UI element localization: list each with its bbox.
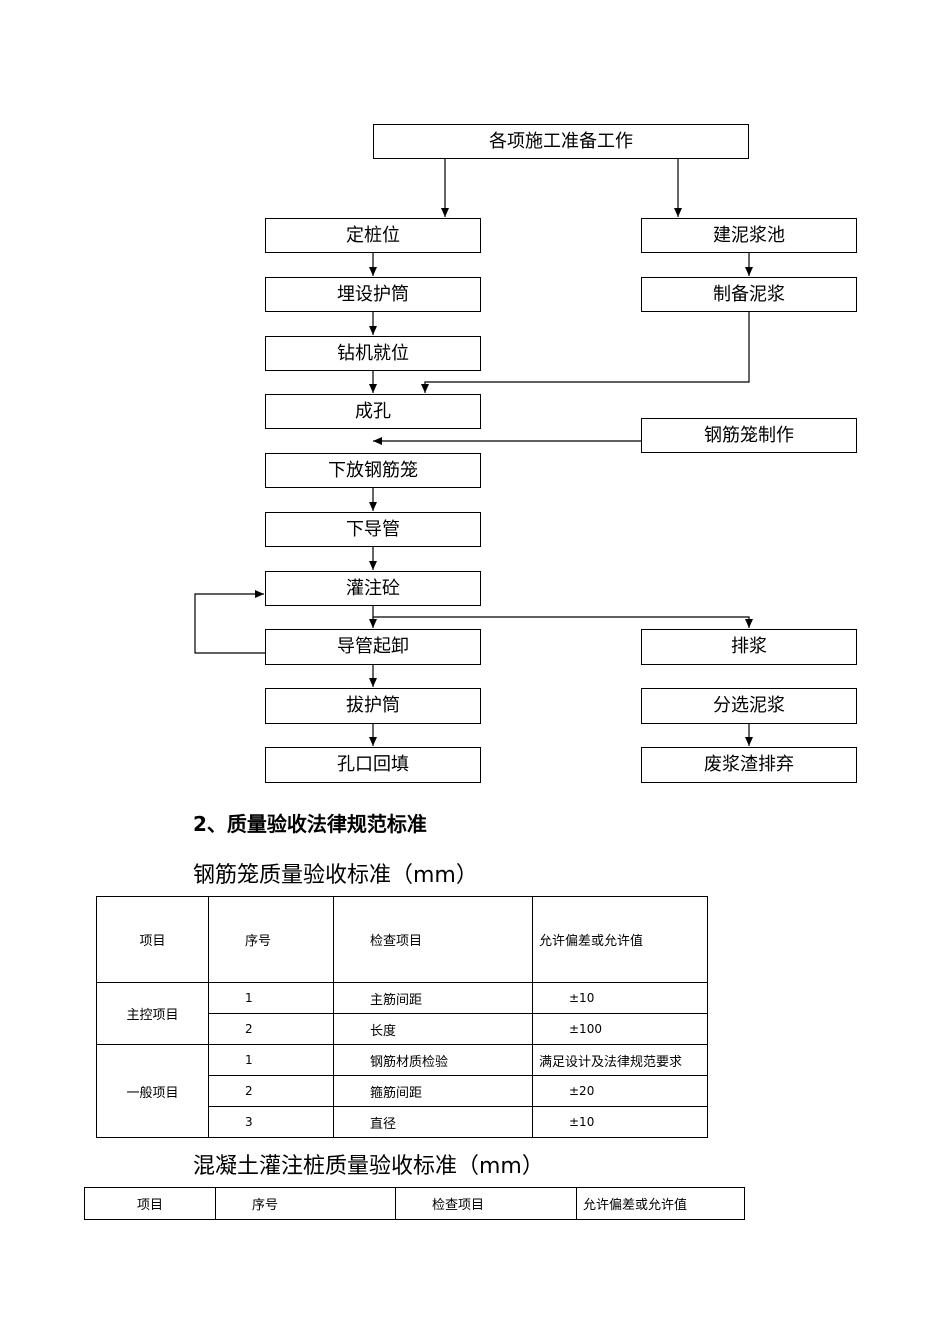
flow-step-label: 孔口回填 — [337, 754, 409, 775]
arrow-slurry-to-drill — [421, 312, 750, 393]
flow-step-box: 导管起卸 — [265, 629, 481, 665]
flow-step-box: 下导管 — [265, 512, 481, 547]
header-cell: 检查项目 — [333, 896, 533, 983]
flow-step-label: 成孔 — [355, 400, 391, 422]
row-number: 2 — [208, 1075, 334, 1107]
flow-step-label: 废浆渣排弃 — [704, 754, 794, 775]
table-row: 2 长度 ±100 — [97, 1013, 708, 1045]
flow-right-box: 废浆渣排弃 — [641, 747, 857, 783]
check-item: 箍筋间距 — [333, 1075, 533, 1107]
group-cell: 主控项目 — [96, 982, 209, 1045]
flow-step-label: 分选泥浆 — [713, 695, 785, 716]
section-title: 2、质量验收法律规范标准 — [193, 812, 427, 836]
flow-right-box: 分选泥浆 — [641, 688, 857, 724]
flow-step-label: 排浆 — [731, 636, 767, 657]
flow-step-label: 钢筋笼制作 — [704, 424, 794, 446]
flow-step-label: 拔护筒 — [346, 695, 400, 716]
table-header-row: 项目 序号 检查项目 允许偏差或允许值 — [84, 1187, 745, 1220]
header-cell: 序号 — [215, 1187, 396, 1220]
flow-step-box: 孔口回填 — [265, 747, 481, 783]
tolerance-value: 满足设计及法律规范要求 — [532, 1044, 708, 1076]
flow-step-box: 灌注砼 — [265, 571, 481, 606]
table-header-row: 项目 序号 检查项目 允许偏差或允许值 — [96, 896, 708, 983]
flow-step-label: 建泥浆池 — [713, 224, 785, 246]
tolerance-value: ±10 — [532, 982, 708, 1014]
row-number: 2 — [208, 1013, 334, 1045]
pile-concrete-table: 项目 序号 检查项目 允许偏差或允许值 — [84, 1187, 745, 1220]
row-number: 3 — [208, 1106, 334, 1138]
table1-title: 钢筋笼质量验收标准（mm） — [193, 863, 478, 888]
check-item: 直径 — [333, 1106, 533, 1138]
flow-right-box: 排浆 — [641, 629, 857, 665]
flow-start-label: 各项施工准备工作 — [489, 130, 633, 152]
header-cell: 项目 — [96, 896, 209, 983]
flow-step-label: 钻机就位 — [337, 342, 409, 364]
table-row: 一般项目 1 钢筋材质检验 满足设计及法律规范要求 — [96, 1044, 708, 1138]
flow-right-box: 制备泥浆 — [641, 277, 857, 312]
check-item: 长度 — [333, 1013, 533, 1045]
header-cell: 序号 — [208, 896, 334, 983]
flow-step-label: 灌注砼 — [346, 577, 400, 599]
header-cell: 允许偏差或允许值 — [532, 896, 708, 983]
table-row: 2 箍筋间距 ±20 — [97, 1075, 708, 1107]
table-row: 3 直径 ±10 — [97, 1106, 708, 1138]
arrow-loop-back — [194, 590, 265, 654]
flow-step-box: 钻机就位 — [265, 336, 481, 371]
check-item: 钢筋材质检验 — [333, 1044, 533, 1076]
flow-step-label: 导管起卸 — [337, 636, 409, 657]
flow-start-box: 各项施工准备工作 — [373, 124, 749, 159]
flowchart-connectors — [194, 159, 753, 746]
flow-step-box: 拔护筒 — [265, 688, 481, 724]
flow-step-label: 制备泥浆 — [713, 283, 785, 305]
row-number: 1 — [208, 1044, 334, 1076]
table-row: 主控项目 1 主筋间距 ±10 — [96, 982, 708, 1045]
header-cell: 项目 — [84, 1187, 216, 1220]
group-cell: 一般项目 — [96, 1044, 209, 1138]
flow-step-box: 下放钢筋笼 — [265, 453, 481, 488]
flow-step-label: 定桩位 — [346, 224, 400, 246]
rebar-cage-table: 项目 序号 检查项目 允许偏差或允许值 主控项目 1 主筋间距 ±10 2 长度… — [96, 896, 708, 1138]
check-item: 主筋间距 — [333, 982, 533, 1014]
tolerance-value: ±10 — [532, 1106, 708, 1138]
flow-right-box: 建泥浆池 — [641, 218, 857, 253]
flow-step-label: 下导管 — [346, 518, 400, 540]
flow-step-label: 埋设护筒 — [337, 283, 409, 305]
header-cell: 允许偏差或允许值 — [576, 1187, 745, 1220]
tolerance-value: ±100 — [532, 1013, 708, 1045]
arrow-pour-to-discharge — [373, 616, 753, 628]
flow-step-box: 成孔 — [265, 394, 481, 429]
flow-rebar-cage-box: 钢筋笼制作 — [641, 418, 857, 453]
table2-title: 混凝土灌注桩质量验收标准（mm） — [193, 1154, 544, 1179]
flow-step-box: 埋设护筒 — [265, 277, 481, 312]
tolerance-value: ±20 — [532, 1075, 708, 1107]
row-number: 1 — [208, 982, 334, 1014]
header-cell: 检查项目 — [395, 1187, 577, 1220]
flow-step-box: 定桩位 — [265, 218, 481, 253]
flow-step-label: 下放钢筋笼 — [328, 459, 418, 481]
